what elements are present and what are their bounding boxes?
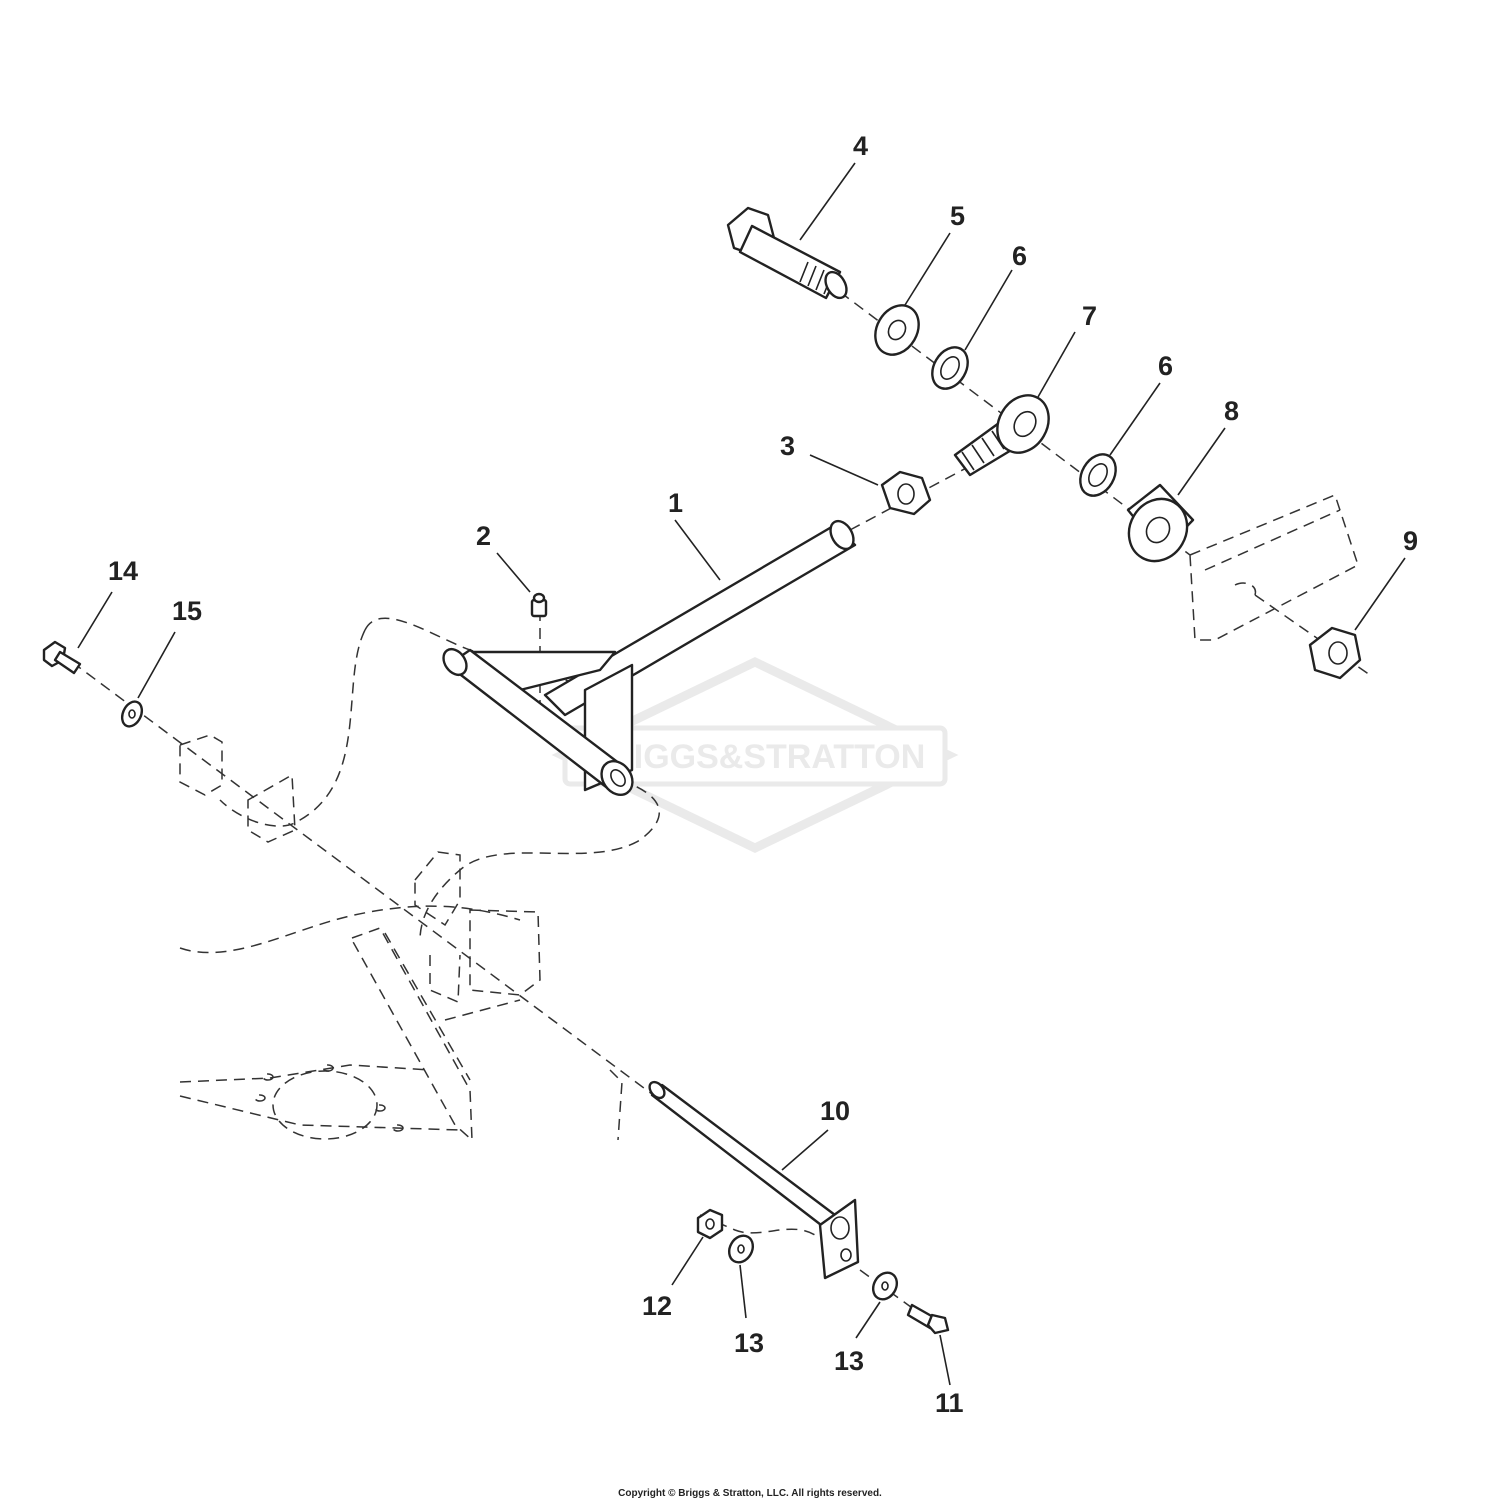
part-10-pivot-shaft — [648, 1080, 860, 1280]
part-13-washer-right — [871, 1271, 899, 1301]
callout-6b: 6 — [1158, 351, 1173, 381]
part-7-rod-end — [953, 394, 1050, 477]
brand-watermark: BRIGGS&STRATTON — [551, 657, 959, 853]
part-3-hex-nut — [880, 470, 932, 516]
callout-15: 15 — [172, 596, 202, 626]
part-14-bolt — [42, 640, 82, 675]
part-5-flat-washer — [874, 304, 920, 356]
callout-8: 8 — [1224, 396, 1239, 426]
part-6-spacer-lower — [1079, 453, 1117, 497]
callout-13b: 13 — [834, 1346, 864, 1376]
callout-7: 7 — [1082, 301, 1097, 331]
part-6-spacer-upper — [931, 346, 969, 390]
chassis-outline — [179, 493, 1359, 1142]
copyright-notice: Copyright © Briggs & Stratton, LLC. All … — [618, 1488, 882, 1499]
part-8-bushing — [1126, 483, 1195, 563]
callout-5: 5 — [950, 201, 965, 231]
assembly-axes — [71, 291, 1371, 1311]
part-2-grease-fitting — [530, 592, 548, 618]
callout-12: 12 — [642, 1291, 672, 1321]
part-4-hex-bolt — [726, 206, 848, 300]
part-15-washer — [120, 700, 144, 728]
callout-2: 2 — [476, 521, 491, 551]
part-12-nut — [696, 1208, 724, 1240]
callout-11: 11 — [935, 1388, 964, 1418]
callout-10: 10 — [820, 1096, 850, 1126]
callout-1: 1 — [668, 488, 683, 518]
callout-9: 9 — [1403, 526, 1418, 556]
callout-6a: 6 — [1012, 241, 1027, 271]
callout-13a: 13 — [734, 1328, 764, 1358]
leader-lines — [77, 162, 1406, 1386]
part-13-washer-left — [727, 1234, 755, 1264]
part-9-lock-nut — [1308, 626, 1362, 680]
callout-labels: 1 2 3 4 5 6 7 6 8 9 10 11 12 13 13 14 15 — [108, 131, 1418, 1418]
part-11-small-bolt — [906, 1303, 950, 1335]
part-1-lever-tube — [442, 519, 857, 796]
callout-4: 4 — [853, 131, 868, 161]
callout-14: 14 — [108, 556, 138, 586]
watermark-text: BRIGGS&STRATTON — [585, 738, 926, 776]
callout-3: 3 — [780, 431, 795, 461]
